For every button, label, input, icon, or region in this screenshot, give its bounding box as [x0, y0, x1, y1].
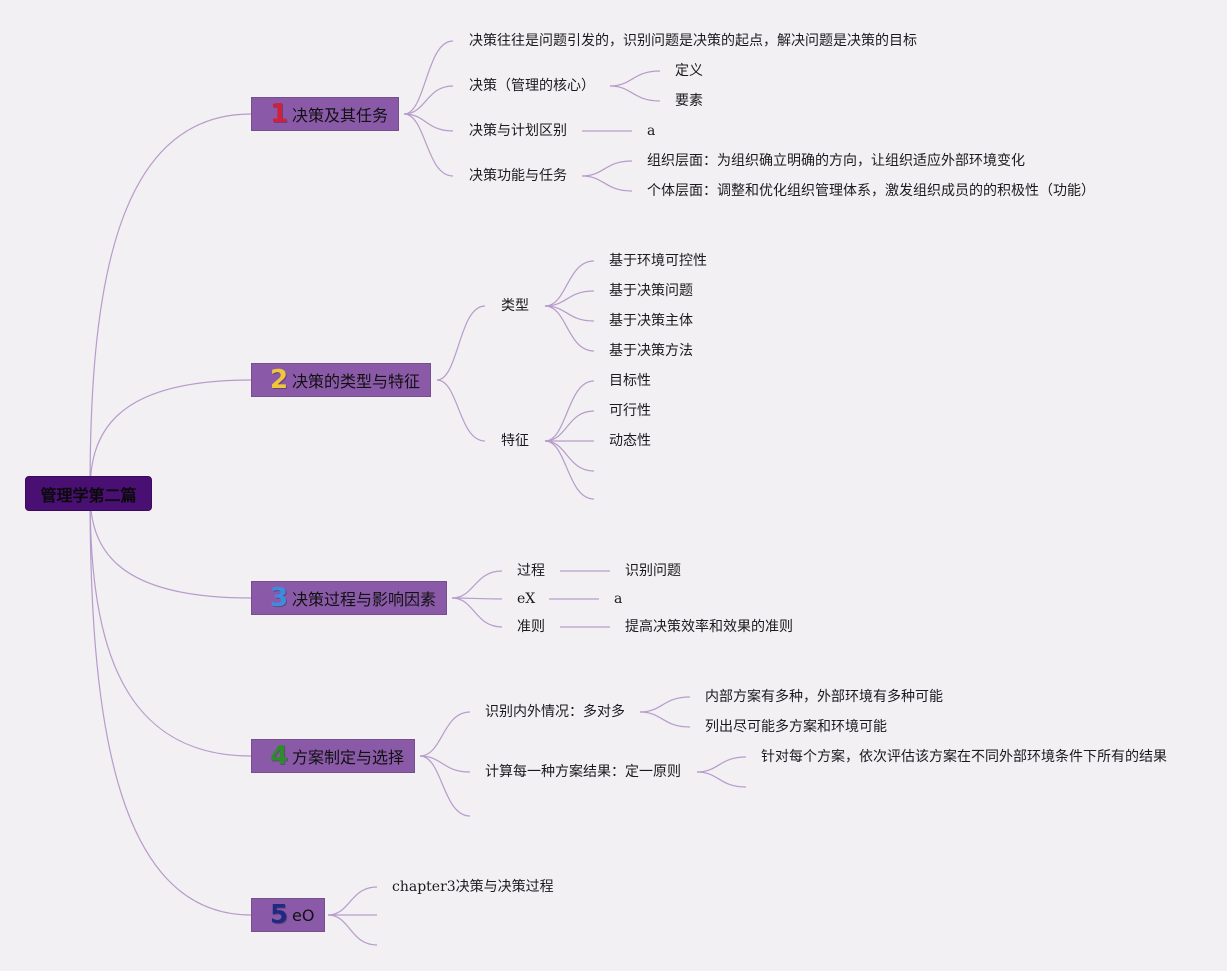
leaf-topic[interactable]: 提高决策效率和效果的准则	[625, 619, 793, 635]
leaf-topic[interactable]: 可行性	[609, 403, 651, 419]
leaf-topic[interactable]: 动态性	[609, 433, 651, 449]
leaf-topic[interactable]: 目标性	[609, 373, 651, 389]
topic-1-label: 决策及其任务	[292, 106, 389, 125]
leaf-topic[interactable]: 组织层面：为组织确立明确的方向，让组织适应外部环境变化	[647, 153, 1025, 169]
subtopic[interactable]: 决策（管理的核心）	[469, 78, 595, 94]
subtopic[interactable]: 类型	[501, 298, 529, 314]
connector-line	[544, 305, 595, 352]
connector-line	[609, 85, 661, 102]
connector-line	[581, 175, 633, 192]
connector-line	[436, 379, 486, 442]
connector-line	[89, 491, 252, 916]
topic-3-label: 决策过程与影响因素	[292, 590, 437, 609]
connector-line	[544, 260, 595, 307]
subtopic[interactable]: 决策与计划区别	[469, 123, 567, 139]
connector-line	[436, 305, 486, 381]
topic-2[interactable]: 2 决策的类型与特征	[251, 363, 432, 397]
connector-line	[327, 914, 378, 946]
connector-line	[403, 40, 454, 115]
topic-1[interactable]: 1 决策及其任务	[251, 97, 400, 131]
connector-line	[639, 711, 691, 728]
connector-line	[609, 70, 661, 87]
leaf-topic[interactable]: 基于环境可控性	[609, 253, 707, 269]
topic-4[interactable]: 4 方案制定与选择	[251, 739, 416, 773]
number-3-icon: 3	[270, 583, 289, 613]
root-node[interactable]: 管理学第二篇	[25, 476, 152, 511]
subtopic[interactable]: 特征	[501, 433, 529, 449]
connector-line	[544, 380, 595, 442]
root-label: 管理学第二篇	[40, 485, 137, 505]
leaf-topic[interactable]: 基于决策问题	[609, 283, 693, 299]
leaf-topic[interactable]: a	[614, 591, 623, 607]
connector-line	[89, 491, 252, 757]
connector-line	[544, 290, 595, 307]
number-1-icon: 1	[270, 99, 289, 129]
leaf-topic[interactable]: 基于决策主体	[609, 313, 693, 329]
leaf-topic[interactable]: 基于决策方法	[609, 343, 693, 359]
subtopic[interactable]: chapter3决策与决策过程	[392, 879, 554, 895]
leaf-topic[interactable]: 内部方案有多种，外部环境有多种可能	[705, 689, 943, 705]
connector-line	[696, 756, 747, 773]
connector-line	[451, 597, 503, 628]
subtopic[interactable]: 决策功能与任务	[469, 168, 567, 184]
connector-line	[419, 711, 471, 757]
leaf-topic[interactable]: 识别问题	[625, 563, 681, 579]
leaf-topic[interactable]: 定义	[675, 63, 703, 79]
leaf-topic[interactable]: 个体层面：调整和优化组织管理体系，激发组织成员的的积极性（功能）	[647, 183, 1095, 199]
subtopic[interactable]: 决策往往是问题引发的，识别问题是决策的起点，解决问题是决策的目标	[469, 33, 917, 49]
number-4-icon: 4	[270, 741, 289, 771]
connector-line	[639, 696, 691, 713]
subtopic[interactable]: 计算每一种方案结果：定一原则	[485, 764, 681, 780]
connector-line	[451, 570, 503, 599]
subtopic[interactable]: eX	[517, 591, 536, 607]
leaf-topic[interactable]: 要素	[675, 93, 703, 109]
connector-line	[89, 491, 252, 599]
leaf-topic[interactable]: 列出尽可能多方案和环境可能	[705, 719, 887, 735]
subtopic[interactable]: 准则	[517, 619, 545, 635]
number-5-icon: 5	[270, 900, 289, 930]
connector-line	[89, 379, 252, 493]
leaf-topic[interactable]: a	[647, 123, 656, 139]
subtopic[interactable]: 过程	[517, 563, 545, 579]
connector-line	[544, 410, 595, 442]
number-2-icon: 2	[270, 365, 289, 395]
topic-5-label: eO	[292, 905, 315, 925]
leaf-topic[interactable]: 针对每个方案，依次评估该方案在不同外部环境条件下所有的结果	[761, 749, 1167, 765]
topic-2-label: 决策的类型与特征	[292, 372, 421, 391]
connector-line	[419, 755, 471, 773]
subtopic[interactable]: 识别内外情况：多对多	[485, 704, 625, 720]
connector-line	[544, 440, 595, 500]
connector-line	[696, 771, 747, 788]
connector-line	[403, 85, 454, 115]
topic-4-label: 方案制定与选择	[292, 748, 405, 767]
connector-line	[327, 886, 378, 916]
connector-line	[89, 113, 252, 493]
connector-line	[403, 113, 454, 132]
connector-line	[581, 160, 633, 177]
connector-line	[544, 440, 595, 472]
topic-3[interactable]: 3 决策过程与影响因素	[251, 581, 448, 615]
connector-line	[403, 113, 454, 177]
connector-line	[419, 755, 471, 817]
topic-5[interactable]: 5 eO	[251, 898, 326, 932]
